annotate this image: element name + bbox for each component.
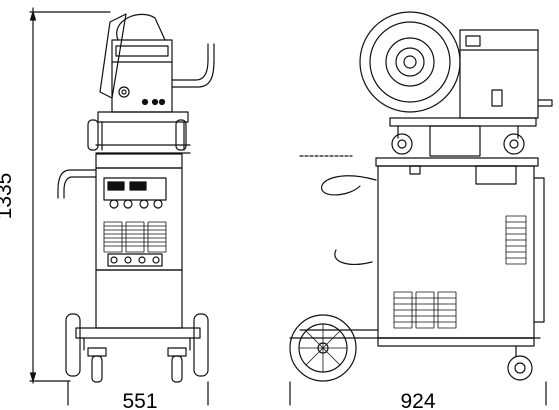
front-view-machine <box>57 13 215 383</box>
front-width-dimension <box>67 381 209 406</box>
side-length-label: 924 <box>400 390 435 410</box>
height-dimension <box>29 7 111 384</box>
side-length-dimension <box>289 381 547 406</box>
front-width-label: 551 <box>122 390 157 410</box>
side-view-machine <box>289 11 553 382</box>
height-dimension-label: 1335 <box>0 173 16 220</box>
